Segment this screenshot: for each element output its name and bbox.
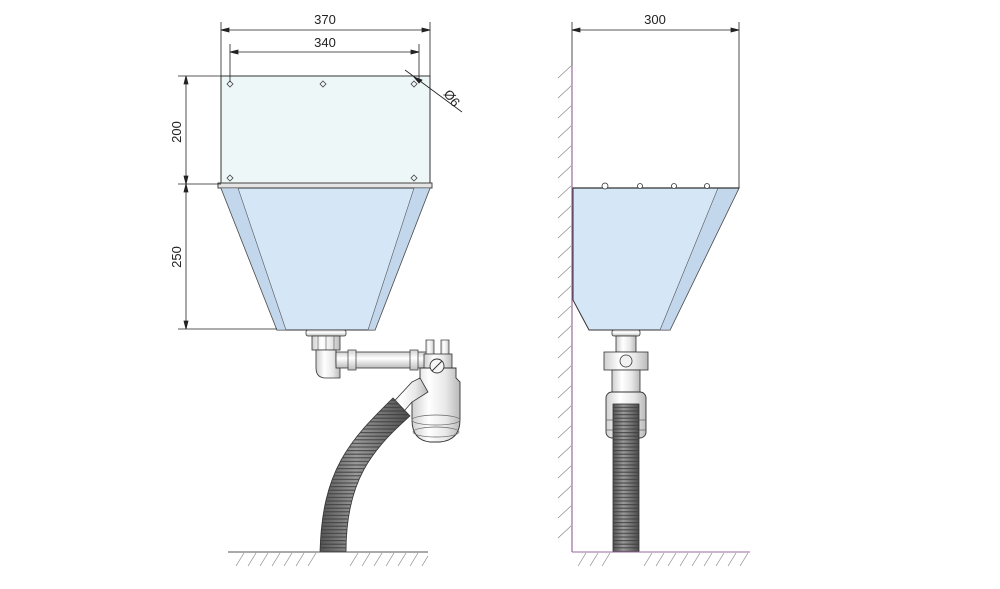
wall-hatch bbox=[557, 65, 572, 539]
dim-200-lines bbox=[178, 75, 221, 185]
drain-flange bbox=[305, 329, 347, 337]
front-hopper-shade-right bbox=[367, 187, 431, 331]
mounting-hole-icon bbox=[226, 80, 418, 182]
dim-hole-leader bbox=[404, 69, 463, 113]
dim-hopper-height: 250 bbox=[169, 246, 184, 268]
hopper-rim bbox=[217, 182, 433, 189]
front-floor-hatch bbox=[235, 552, 429, 567]
side-floor-hatch bbox=[577, 552, 749, 567]
front-hopper-shade bbox=[220, 187, 287, 331]
front-panel bbox=[220, 75, 431, 185]
side-drain-nut bbox=[615, 335, 637, 353]
dim-340-lines bbox=[229, 44, 420, 82]
dim-depth: 300 bbox=[644, 12, 666, 27]
dim-panel-height: 200 bbox=[169, 121, 184, 143]
side-view: 300 bbox=[557, 12, 750, 567]
dim-370-lines bbox=[220, 22, 431, 76]
screw-icon bbox=[429, 358, 445, 374]
front-view: 370 340 Ø6 200 250 bbox=[169, 12, 463, 567]
dim-hole-diameter: Ø6 bbox=[441, 87, 463, 110]
dim-300-lines bbox=[571, 22, 740, 188]
dim-outer-width: 370 bbox=[314, 12, 336, 27]
dim-hole-spacing: 340 bbox=[314, 35, 336, 50]
bolt-icon bbox=[601, 182, 710, 190]
dim-250-lines bbox=[178, 183, 277, 330]
